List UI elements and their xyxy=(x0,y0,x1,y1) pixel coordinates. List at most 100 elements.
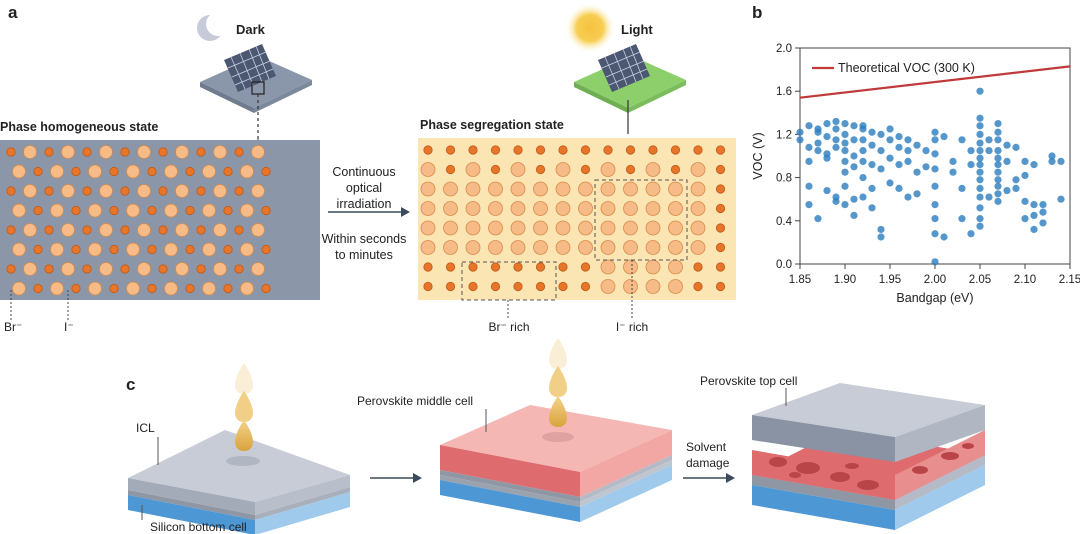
iodide-ion xyxy=(488,240,503,255)
data-point xyxy=(994,136,1002,144)
segregation-title: Phase segregation state xyxy=(420,118,564,132)
data-point xyxy=(868,128,876,136)
data-point xyxy=(1021,157,1029,165)
iodide-ion xyxy=(12,242,26,257)
bromide-ion xyxy=(109,205,119,216)
homogeneous-lattice xyxy=(0,140,320,300)
bromide-ion xyxy=(558,145,568,155)
data-point xyxy=(859,136,867,144)
iodide-ion xyxy=(137,223,151,237)
x-tick-label: 2.15 xyxy=(1059,274,1080,286)
bromide-ion xyxy=(693,281,703,292)
bromide-ion xyxy=(648,145,658,155)
iodide-ion xyxy=(175,145,189,159)
data-point xyxy=(859,157,867,165)
iodide-ion xyxy=(623,181,638,197)
data-point xyxy=(877,165,885,173)
iodide-ion xyxy=(645,220,661,236)
iodide-ion xyxy=(164,203,178,218)
data-point xyxy=(841,182,849,190)
bromide-ion xyxy=(423,145,433,155)
iodide-ion xyxy=(240,164,254,179)
bromide-ion xyxy=(6,225,16,235)
iodide-ion xyxy=(137,184,151,198)
bromide-ion xyxy=(693,262,703,272)
data-point xyxy=(976,204,984,212)
bromide-ion xyxy=(82,147,92,157)
iodide-ion xyxy=(164,242,178,257)
iodide-ion xyxy=(555,181,571,197)
iodide-ion xyxy=(23,145,37,159)
iodide-ion xyxy=(465,201,481,216)
data-point xyxy=(859,147,867,155)
iodide-ion xyxy=(645,181,661,197)
data-point xyxy=(1003,157,1011,165)
iodide-ion xyxy=(23,184,37,198)
data-point xyxy=(841,120,849,128)
data-point xyxy=(940,132,948,141)
iodide-ion xyxy=(126,242,140,257)
iodide-ion xyxy=(213,145,227,159)
iodide-ion xyxy=(202,164,216,179)
data-point xyxy=(859,174,867,182)
data-point xyxy=(868,184,876,192)
bromide-ion xyxy=(715,281,726,292)
iodide-ion xyxy=(23,223,37,237)
data-point xyxy=(967,161,975,169)
data-point xyxy=(985,193,993,201)
arrow-step-1-to-2 xyxy=(370,473,422,483)
data-point xyxy=(895,132,903,141)
data-point xyxy=(913,168,921,176)
sun-icon xyxy=(566,4,614,52)
bromide-ion xyxy=(120,186,130,196)
iodide-ion xyxy=(645,279,661,294)
panel-c-label: c xyxy=(126,375,135,394)
iodide-ion xyxy=(645,259,661,275)
data-point xyxy=(1003,186,1011,195)
bromide-ion xyxy=(234,264,244,274)
iodide-ion xyxy=(465,240,481,255)
x-tick-label: 2.10 xyxy=(1014,274,1036,286)
data-point xyxy=(1012,184,1020,192)
iodide-ion xyxy=(510,181,526,197)
iodide-ion xyxy=(88,164,102,179)
data-point xyxy=(1030,161,1038,169)
iodide-ion xyxy=(240,242,254,257)
i-ion-label: I⁻ xyxy=(64,320,74,334)
bromide-ion xyxy=(71,166,81,177)
iodide-ion xyxy=(88,203,102,218)
iodide-ion xyxy=(420,220,436,236)
arrow-step-2-to-3 xyxy=(683,473,735,483)
iodide-ion xyxy=(668,279,683,294)
data-point xyxy=(931,182,939,190)
data-point xyxy=(850,152,858,160)
bromide-ion xyxy=(147,283,157,294)
iodide-ion xyxy=(690,201,706,216)
iodide-ion xyxy=(668,181,683,197)
bromide-ion xyxy=(715,262,726,272)
iodide-ion xyxy=(690,162,706,177)
iodide-ion xyxy=(555,240,571,255)
data-point xyxy=(967,147,975,155)
bromide-ion xyxy=(185,166,195,177)
data-point xyxy=(1057,195,1065,203)
iodide-ion xyxy=(251,223,265,237)
br-ion-label: Br⁻ xyxy=(4,320,22,334)
data-point xyxy=(823,120,831,128)
data-point xyxy=(850,163,858,171)
data-point xyxy=(1021,197,1029,205)
iodide-ion xyxy=(443,201,458,216)
bromide-ion xyxy=(234,147,244,157)
bromide-ion xyxy=(44,264,54,274)
bromide-ion xyxy=(445,164,456,175)
drop-shadow-1 xyxy=(226,456,260,466)
data-point xyxy=(823,154,831,162)
data-point xyxy=(994,176,1002,184)
data-point xyxy=(841,157,849,165)
bromide-ion xyxy=(82,264,92,274)
iodide-ion xyxy=(465,181,481,197)
bromide-ion xyxy=(147,205,157,216)
iodide-ion xyxy=(50,203,64,218)
bromide-ion xyxy=(715,184,726,194)
data-point xyxy=(805,143,813,151)
